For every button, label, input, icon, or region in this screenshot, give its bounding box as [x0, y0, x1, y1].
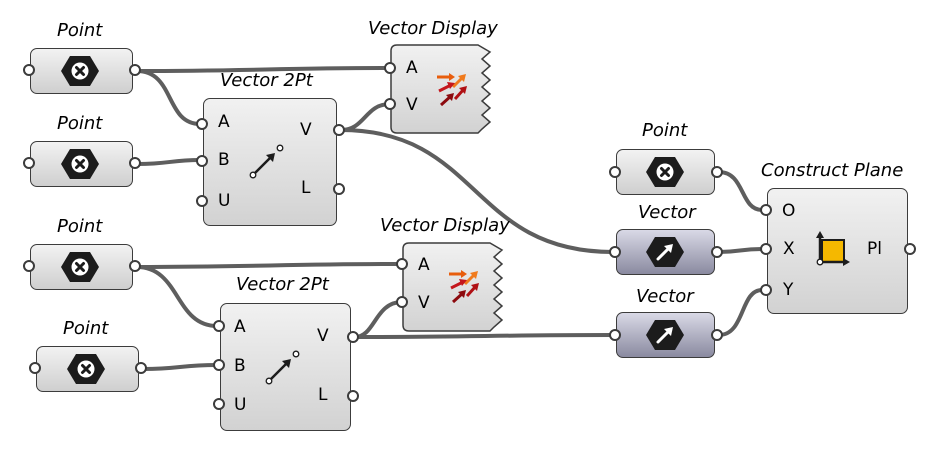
vector2-input-grip[interactable] — [609, 329, 621, 341]
vector2pt1-title: Vector 2Pt — [220, 70, 313, 91]
point1-input-grip[interactable] — [23, 64, 35, 76]
vector2-output-grip[interactable] — [711, 329, 723, 341]
vecdisplay1-input-a-label: A — [406, 58, 418, 78]
vector-display-icon — [437, 73, 467, 107]
wire-vector2pt1-to-vecdisplay1-v[interactable] — [339, 102, 392, 132]
vector2pt1-input-a-label: A — [218, 112, 230, 132]
vecdisplay1-input-v-grip[interactable] — [384, 98, 396, 110]
vector2pt1-input-b-label: B — [218, 150, 230, 170]
vecdisplay2-input-a-grip[interactable] — [396, 258, 408, 270]
point3-input-grip[interactable] — [23, 260, 35, 272]
constructplane-output-pl-grip[interactable] — [904, 243, 916, 255]
vecdisplay2-title: Vector Display — [380, 215, 510, 236]
vector2-param[interactable] — [616, 312, 715, 358]
point2-input-grip[interactable] — [23, 157, 35, 169]
vector2pt2-input-b-label: B — [234, 356, 246, 376]
vector-param-icon — [646, 320, 684, 350]
vecdisplay1-input-v-label: V — [406, 95, 418, 115]
vector2pt2-input-u-label: U — [234, 395, 247, 415]
point3-output-grip[interactable] — [129, 260, 141, 272]
point-param-icon — [61, 149, 99, 179]
point4-param[interactable] — [36, 346, 139, 392]
wire-vector2-to-constructplane-y[interactable] — [717, 288, 764, 337]
constructplane-component[interactable]: O X Y Pl — [767, 188, 908, 314]
vecdisplay2-input-v-label: V — [418, 293, 430, 313]
wire-vector2pt2-to-vector2[interactable] — [353, 333, 615, 339]
constructplane-output-pl-label: Pl — [867, 239, 882, 259]
wire-point4-to-vector2pt2-b[interactable] — [141, 363, 219, 371]
vector-display-icon — [449, 270, 479, 304]
vector2-title: Vector — [636, 286, 694, 307]
vector2pt1-input-u-label: U — [218, 191, 231, 211]
point1-param[interactable] — [30, 48, 133, 94]
vector2pt2-component[interactable]: A B U V L — [220, 303, 351, 431]
point5-input-grip[interactable] — [609, 166, 621, 178]
wire-vector1-to-constructplane-x[interactable] — [717, 247, 764, 254]
vector2pt2-input-u-grip[interactable] — [213, 398, 225, 410]
point4-output-grip[interactable] — [135, 362, 147, 374]
vector2pt2-title: Vector 2Pt — [236, 274, 329, 295]
construct-plane-icon — [816, 231, 850, 266]
vector2pt2-input-b-grip[interactable] — [213, 359, 225, 371]
vector2pt2-output-l-label: L — [318, 385, 328, 405]
wire-point3-to-vecdisplay2-a[interactable] — [135, 262, 404, 269]
point1-output-grip[interactable] — [129, 64, 141, 76]
point-param-icon — [61, 252, 99, 282]
vector2pt1-output-l-grip[interactable] — [333, 183, 345, 195]
point-param-icon — [646, 157, 684, 187]
constructplane-input-o-label: O — [782, 201, 796, 221]
wire-point1-to-vecdisplay1-a[interactable] — [135, 66, 392, 73]
vecdisplay2-input-a-label: A — [418, 255, 430, 275]
vector2pt2-output-v-label: V — [317, 326, 329, 346]
point3-param[interactable] — [30, 244, 133, 290]
wire-vector2pt1-to-vector1[interactable] — [339, 128, 615, 254]
vector2pt2-input-a-grip[interactable] — [213, 320, 225, 332]
point2-title: Point — [57, 113, 103, 134]
wire-vector2pt2-to-vecdisplay2-v[interactable] — [353, 300, 404, 339]
point4-input-grip[interactable] — [29, 362, 41, 374]
vector2pt2-output-l-grip[interactable] — [347, 390, 359, 402]
point-param-icon — [61, 56, 99, 86]
vector2pt2-output-v-grip[interactable] — [347, 331, 359, 343]
constructplane-input-x-grip[interactable] — [760, 243, 772, 255]
constructplane-title: Construct Plane — [761, 160, 904, 181]
vecdisplay1-title: Vector Display — [368, 18, 498, 39]
constructplane-input-x-label: X — [783, 239, 795, 259]
vector2pt1-input-b-grip[interactable] — [196, 155, 208, 167]
point5-title: Point — [642, 120, 688, 141]
vector1-title: Vector — [638, 202, 696, 223]
vector2pt1-input-u-grip[interactable] — [196, 195, 208, 207]
vector1-input-grip[interactable] — [609, 246, 621, 258]
constructplane-input-y-grip[interactable] — [760, 284, 772, 296]
vecdisplay1-input-a-grip[interactable] — [384, 62, 396, 74]
constructplane-input-y-label: Y — [783, 280, 794, 300]
vector2pt1-input-a-grip[interactable] — [196, 118, 208, 130]
vector1-param[interactable] — [616, 229, 715, 275]
point2-param[interactable] — [30, 141, 133, 187]
vector2pt2-input-a-label: A — [234, 317, 246, 337]
vector1-output-grip[interactable] — [711, 246, 723, 258]
point4-title: Point — [63, 318, 109, 339]
vector2pt1-output-v-grip[interactable] — [333, 124, 345, 136]
wire-point2-to-vector2pt1-b[interactable] — [135, 158, 202, 166]
wire-point3-to-vector2pt2-a[interactable] — [135, 265, 219, 328]
point1-title: Point — [57, 20, 103, 41]
vecdisplay2-input-v-grip[interactable] — [396, 296, 408, 308]
vector-2pt-icon — [249, 144, 284, 179]
point2-output-grip[interactable] — [129, 157, 141, 169]
vector2pt1-component[interactable]: A B U V L — [203, 98, 337, 226]
wire-point1-to-vector2pt1-a[interactable] — [135, 69, 202, 126]
point5-param[interactable] — [616, 149, 715, 195]
vector-param-icon — [646, 237, 684, 267]
vector2pt1-output-v-label: V — [300, 120, 312, 140]
constructplane-input-o-grip[interactable] — [760, 204, 772, 216]
wire-point5-to-constructplane-o[interactable] — [717, 170, 764, 212]
point5-output-grip[interactable] — [711, 166, 723, 178]
vector2pt1-output-l-label: L — [301, 178, 311, 198]
vector-2pt-icon — [265, 350, 300, 385]
point-param-icon — [67, 354, 105, 384]
point3-title: Point — [57, 216, 103, 237]
